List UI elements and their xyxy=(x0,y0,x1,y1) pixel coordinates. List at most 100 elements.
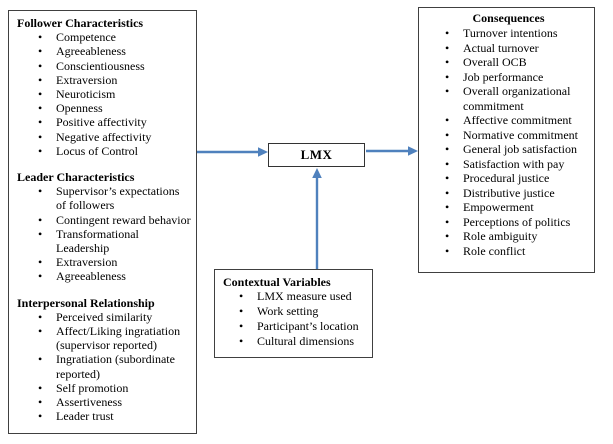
item-label: Transformational Leadership xyxy=(56,226,139,256)
arrow-lmx-to-consequences xyxy=(366,146,418,156)
list-item: • Affective commitment xyxy=(445,113,590,128)
item-label: LMX measure used xyxy=(257,289,352,304)
section-title: Follower Characteristics xyxy=(17,16,144,30)
bullet-icon: • xyxy=(445,69,450,84)
bullet-icon: • xyxy=(445,171,450,185)
bullet-icon: • xyxy=(38,44,43,59)
section-title: Leader Characteristics xyxy=(17,170,135,185)
list-item: • Actual turnover xyxy=(445,41,590,56)
list-item: • Openness xyxy=(38,101,192,115)
list-item: • Agreeableness xyxy=(38,44,192,58)
item-label: General job satisfaction xyxy=(463,142,577,156)
item-label: Perceptions of politics xyxy=(463,214,571,229)
list-item: • Extraversion xyxy=(38,73,192,87)
list-item: • Distributive justice xyxy=(445,186,590,201)
bullet-icon: • xyxy=(38,129,43,144)
list-item: • Overall organizational commitment xyxy=(445,84,590,113)
list-item: • Extraversion xyxy=(38,255,192,269)
bullet-icon: • xyxy=(445,84,450,98)
bullet-icon: • xyxy=(38,255,43,270)
section-title: Interpersonal Relationship xyxy=(17,295,155,310)
list-item: • Affect/Liking ingratiation (supervisor… xyxy=(38,324,192,352)
bullet-icon: • xyxy=(38,269,43,284)
item-label: Neuroticism xyxy=(56,87,116,102)
follower-characteristics-section: Follower Characteristics • Competence • … xyxy=(17,16,192,158)
bullet-icon: • xyxy=(38,395,43,410)
bullet-icon: • xyxy=(239,318,244,333)
list-item: • Turnover intentions xyxy=(445,26,590,41)
list-item: • Procedural justice xyxy=(445,171,590,186)
item-label: Openness xyxy=(56,101,103,116)
bullet-icon: • xyxy=(38,352,43,367)
item-label: Work setting xyxy=(257,304,319,318)
bullet-list: • Turnover intentions • Actual turnover … xyxy=(427,26,590,258)
item-label: Self promotion xyxy=(56,380,129,395)
list-item: • Job performance xyxy=(445,70,590,85)
arrow-contextual-to-lmx xyxy=(312,168,322,269)
bullet-list: • Supervisor’s expectations of followers… xyxy=(17,184,192,283)
bullet-icon: • xyxy=(445,127,450,142)
consequences-box: Consequences • Turnover intentions • Act… xyxy=(418,7,595,273)
list-item: • Transformational Leadership xyxy=(38,227,192,255)
item-label: Empowerment xyxy=(463,200,534,214)
item-label: Job performance xyxy=(463,69,544,84)
item-label: Perceived similarity xyxy=(56,309,153,324)
item-label: Satisfaction with pay xyxy=(463,156,565,171)
interpersonal-relationship-section: Interpersonal Relationship • Perceived s… xyxy=(17,296,192,424)
item-label: Extraversion xyxy=(56,72,118,87)
list-item: • Perceived similarity xyxy=(38,310,192,324)
item-label: Negative affectivity xyxy=(56,129,152,144)
list-item: • Empowerment xyxy=(445,200,590,215)
bullet-list: • Perceived similarity • Affect/Liking i… xyxy=(17,310,192,424)
list-item: • Work setting xyxy=(239,304,368,319)
item-label: Normative commitment xyxy=(463,127,578,142)
bullet-icon: • xyxy=(445,156,450,171)
list-item: • Contingent reward behavior xyxy=(38,213,192,227)
item-label: Conscientiousness xyxy=(56,58,145,73)
item-label: Turnover intentions xyxy=(463,26,558,40)
list-item: • Supervisor’s expectations of followers xyxy=(38,184,192,212)
bullet-icon: • xyxy=(38,324,43,339)
item-label: Positive affectivity xyxy=(56,115,147,130)
item-label: Agreeableness xyxy=(56,44,126,59)
bullet-icon: • xyxy=(445,243,450,258)
item-label: Role conflict xyxy=(463,243,526,258)
list-item: • Locus of Control xyxy=(38,144,192,158)
item-label: Overall organizational commitment xyxy=(463,84,571,113)
item-label: Extraversion xyxy=(56,255,118,270)
bullet-icon: • xyxy=(38,184,43,199)
item-label: Affective commitment xyxy=(463,113,572,127)
list-item: • Role conflict xyxy=(445,244,590,259)
list-item: • Agreeableness xyxy=(38,269,192,283)
bullet-list: • Competence • Agreeableness • Conscient… xyxy=(17,30,192,158)
bullet-icon: • xyxy=(445,185,450,200)
bullet-icon: • xyxy=(445,200,450,214)
item-label: Participant’s location xyxy=(257,318,359,333)
item-label: Actual turnover xyxy=(463,40,539,55)
item-label: Overall OCB xyxy=(463,55,527,69)
list-item: • Satisfaction with pay xyxy=(445,157,590,172)
list-item: • Assertiveness xyxy=(38,395,192,409)
bullet-icon: • xyxy=(38,212,43,227)
bullet-icon: • xyxy=(239,289,244,304)
list-item: • Self promotion xyxy=(38,381,192,395)
bullet-icon: • xyxy=(445,113,450,127)
bullet-icon: • xyxy=(38,226,43,241)
lmx-box: LMX xyxy=(268,143,365,167)
bullet-icon: • xyxy=(38,30,43,45)
item-label: Locus of Control xyxy=(56,143,138,158)
item-label: Leader trust xyxy=(56,409,114,424)
item-label: Role ambiguity xyxy=(463,229,538,243)
bullet-icon: • xyxy=(38,409,43,424)
bullet-icon: • xyxy=(38,309,43,324)
contextual-variables-box: Contextual Variables • LMX measure used … xyxy=(214,269,373,358)
lmx-label: LMX xyxy=(300,147,333,162)
bullet-icon: • xyxy=(38,87,43,102)
item-label: Supervisor’s expectations of followers xyxy=(56,184,180,213)
list-item: • Participant’s location xyxy=(239,319,368,334)
item-label: Affect/Liking ingratiation (supervisor r… xyxy=(56,324,181,353)
bullet-icon: • xyxy=(38,115,43,130)
bullet-icon: • xyxy=(239,333,244,348)
bullet-icon: • xyxy=(445,214,450,229)
